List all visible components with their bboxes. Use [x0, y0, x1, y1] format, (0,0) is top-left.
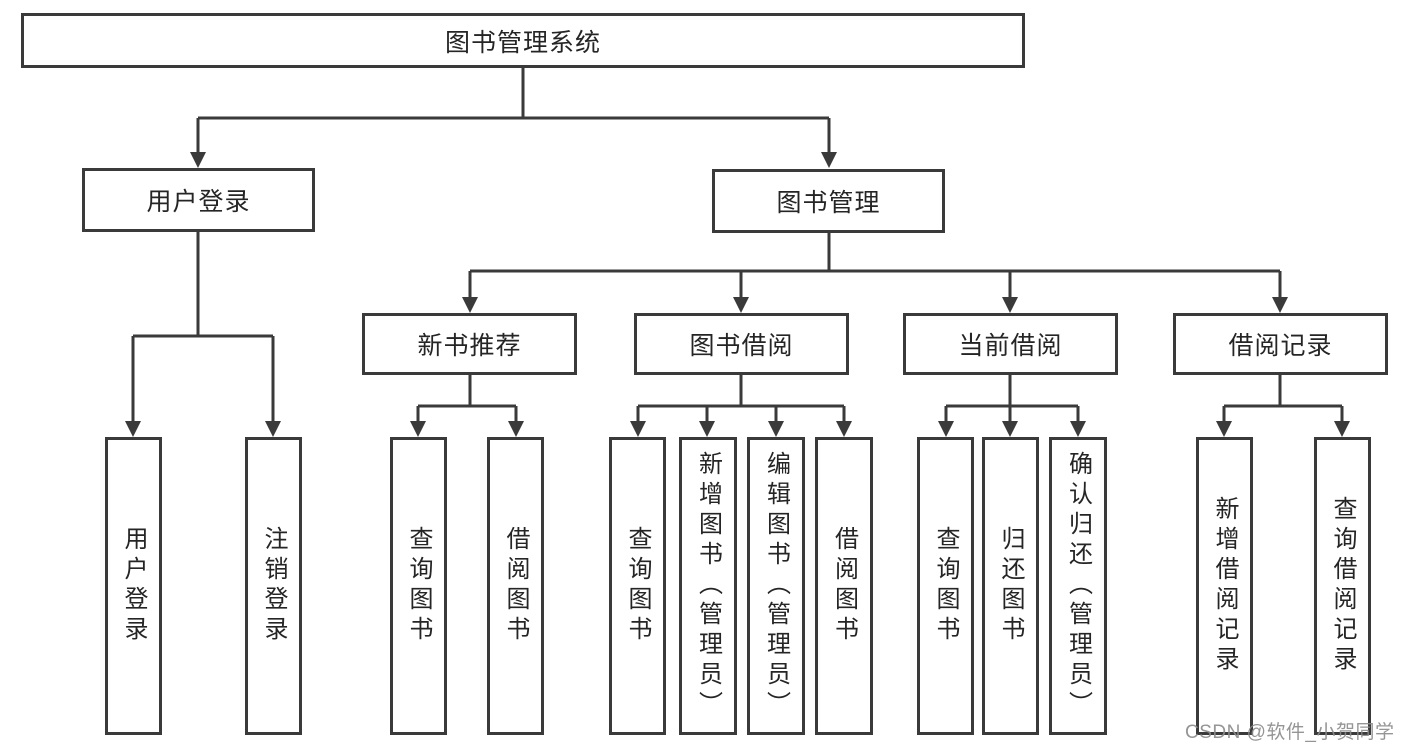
- node-user-login: 用户登录: [82, 168, 315, 232]
- node-leaf-add-borrow-record: 新增借阅记录: [1196, 437, 1253, 735]
- node-label: 查询图书: [405, 526, 432, 646]
- node-label: 图书管理: [776, 189, 881, 217]
- node-leaf-query-books-current: 查询图书: [917, 437, 974, 735]
- node-leaf-edit-book-admin: 编辑图书（管理员）: [747, 437, 805, 735]
- node-new-book-recommend: 新书推荐: [362, 313, 577, 375]
- node-leaf-add-book-admin: 新增图书（管理员）: [679, 437, 737, 735]
- node-root-system: 图书管理系统: [21, 13, 1025, 68]
- node-leaf-confirm-return-admin: 确认归还（管理员）: [1049, 437, 1107, 735]
- node-leaf-borrow-books-recommend: 借阅图书: [487, 437, 544, 735]
- node-label: 借阅记录: [1228, 332, 1333, 360]
- node-leaf-borrow-books-borrowing: 借阅图书: [815, 437, 873, 735]
- node-current-borrowing: 当前借阅: [903, 313, 1118, 375]
- node-leaf-query-books-borrowing: 查询图书: [609, 437, 666, 735]
- node-label: 新书推荐: [417, 332, 522, 360]
- node-label: 注销登录: [260, 526, 287, 646]
- node-label: 用户登录: [120, 526, 147, 646]
- watermark: CSDN @软件_小贺同学: [1185, 722, 1395, 743]
- node-label: 查询借阅记录: [1329, 496, 1356, 676]
- node-label: 查询图书: [932, 526, 959, 646]
- node-label: 借阅图书: [830, 526, 858, 646]
- node-label: 确认归还（管理员）: [1064, 451, 1092, 721]
- node-borrowing-records: 借阅记录: [1173, 313, 1388, 375]
- node-leaf-query-borrow-record: 查询借阅记录: [1314, 437, 1371, 735]
- node-book-borrowing: 图书借阅: [634, 313, 849, 375]
- node-label: 查询图书: [624, 526, 651, 646]
- node-leaf-logout: 注销登录: [245, 437, 302, 735]
- node-leaf-user-login: 用户登录: [105, 437, 162, 735]
- node-leaf-return-book: 归还图书: [982, 437, 1039, 735]
- node-label: 编辑图书（管理员）: [762, 451, 790, 721]
- node-label: 借阅图书: [502, 526, 529, 646]
- node-label: 新增图书（管理员）: [694, 451, 722, 721]
- node-label: 新增借阅记录: [1211, 496, 1238, 676]
- node-book-management: 图书管理: [712, 169, 945, 233]
- node-label: 用户登录: [146, 188, 251, 216]
- node-label: 归还图书: [997, 526, 1024, 646]
- node-label: 当前借阅: [958, 332, 1063, 360]
- node-label: 图书借阅: [689, 332, 794, 360]
- node-label: 图书管理系统: [444, 28, 601, 57]
- node-leaf-query-books-recommend: 查询图书: [390, 437, 447, 735]
